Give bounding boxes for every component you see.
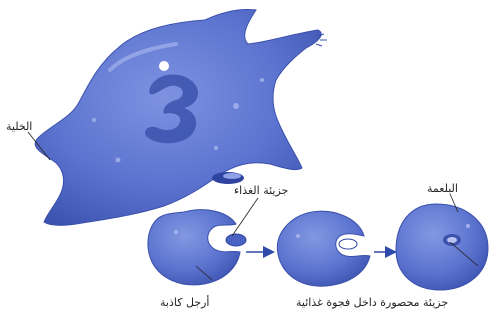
cell-granule [214,146,218,150]
cell-granule [233,103,239,109]
enclosed-particle [447,237,457,243]
leader-food-particle [232,198,258,236]
cell-granule [296,234,300,238]
cell-vacuole-highlight [223,173,241,179]
cell-granule [174,230,178,234]
label-cell: الخلية [6,120,32,133]
cell-granule [92,118,96,122]
label-food-particle: جزيئة الغذاء [234,184,288,197]
cell-granule [260,78,264,82]
stage1-cell [148,210,240,285]
food-particle [226,234,246,246]
cell-granule [116,158,121,163]
cell-notch [159,61,169,71]
food-particle-engulfed [339,239,357,249]
label-phagocytosis: البلعمة [427,182,458,195]
label-particle-in-vacuole: جزيئة محصورة داخل فجوة غذائية [296,296,448,309]
cell-granule [466,224,470,228]
stage2-cell [277,211,370,286]
stage3-cell [396,204,488,290]
label-pseudopods: أرجل كاذبة [160,296,209,309]
